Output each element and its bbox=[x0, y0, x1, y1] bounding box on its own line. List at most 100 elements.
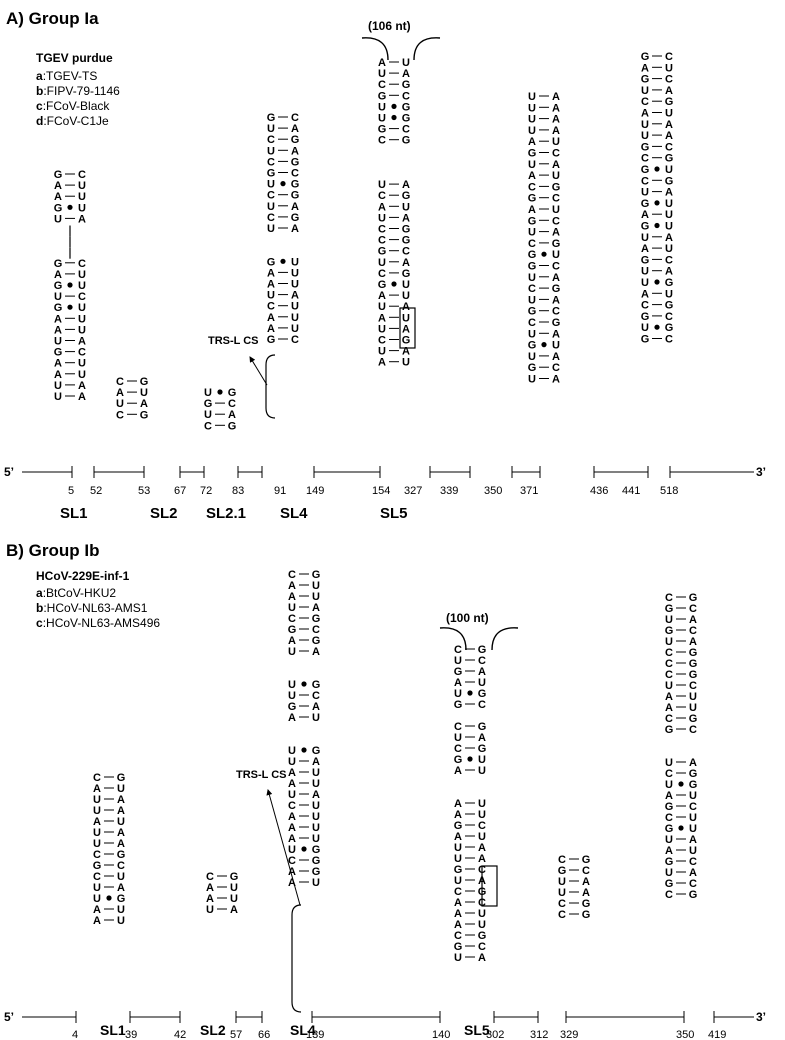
nucleotide: A bbox=[454, 897, 462, 909]
legend-b-key: b bbox=[36, 84, 43, 98]
nucleotide: G bbox=[665, 175, 674, 187]
nucleotide: A bbox=[689, 636, 697, 648]
nucleotide: C bbox=[665, 647, 673, 659]
nucleotide: A bbox=[288, 866, 296, 878]
svg-text:b:HCoV-NL63-AMS1: b:HCoV-NL63-AMS1 bbox=[36, 601, 148, 615]
nucleotide: U bbox=[288, 789, 296, 801]
nucleotide: U bbox=[402, 290, 410, 302]
nucleotide: C bbox=[478, 864, 486, 876]
nucleotide: U bbox=[665, 164, 673, 176]
nucleotide: A bbox=[454, 809, 462, 821]
sl-b-1: SL1 bbox=[100, 1022, 126, 1038]
nucleotide: C bbox=[528, 181, 536, 193]
nucleotide: G bbox=[665, 96, 674, 108]
nucleotide: C bbox=[689, 625, 697, 637]
nucleotide: U bbox=[641, 119, 649, 131]
nucleotide: G bbox=[582, 854, 591, 866]
nucleotide: U bbox=[312, 591, 320, 603]
nucleotide: A bbox=[454, 831, 462, 843]
nucleotide: U bbox=[641, 187, 649, 199]
legend-b-name: :FIPV-79-1146 bbox=[43, 84, 120, 98]
nucleotide: U bbox=[230, 893, 238, 905]
nucleotide: C bbox=[641, 300, 649, 312]
nucleotide: A bbox=[378, 201, 386, 213]
pos-a-5: 83 bbox=[232, 485, 244, 497]
nucleotide: C bbox=[665, 889, 673, 901]
legend-b-b-key: b bbox=[36, 601, 43, 615]
nucleotide: C bbox=[117, 860, 125, 872]
nucleotide: C bbox=[558, 898, 566, 910]
nucleotide: A bbox=[288, 635, 296, 647]
nucleotide: G bbox=[402, 135, 411, 147]
panel-a-loop-size: (106 nt) bbox=[368, 19, 411, 33]
pos-b-11: 419 bbox=[708, 1029, 726, 1040]
nucleotide: A bbox=[552, 125, 560, 137]
nucleotide: U bbox=[689, 691, 697, 703]
nucleotide: G bbox=[267, 168, 276, 180]
panel-b-trs-bracket bbox=[291, 904, 302, 1013]
nucleotide: A bbox=[552, 227, 560, 239]
nucleotide: U bbox=[665, 757, 673, 769]
nucleotide: C bbox=[665, 311, 673, 323]
nucleotide: C bbox=[93, 871, 101, 883]
nucleotide: A bbox=[312, 701, 320, 713]
nucleotide: G bbox=[312, 569, 321, 581]
nucleotide: G bbox=[402, 335, 411, 347]
nucleotide: G bbox=[478, 644, 487, 656]
nucleotide: U bbox=[78, 302, 86, 314]
nucleotide: C bbox=[116, 409, 124, 421]
nucleotide: U bbox=[288, 844, 296, 856]
nucleotide: A bbox=[552, 351, 560, 363]
nucleotide: U bbox=[552, 249, 560, 261]
wobble-pair-dot bbox=[301, 747, 307, 753]
nucleotide: G bbox=[528, 306, 537, 318]
nucleotide: C bbox=[454, 930, 462, 942]
wobble-pair-dot bbox=[391, 103, 397, 109]
pos-a-12: 371 bbox=[520, 485, 538, 497]
nucleotide: A bbox=[478, 875, 486, 887]
nucleotide: A bbox=[641, 243, 649, 255]
nucleotide: U bbox=[312, 800, 320, 812]
nucleotide: G bbox=[454, 754, 463, 766]
pos-a-14: 441 bbox=[622, 485, 640, 497]
wobble-pair-dot bbox=[541, 342, 547, 348]
panel-a-legend: a:TGEV-TS b:FIPV-79-1146 c:FCoV-Black d:… bbox=[36, 69, 120, 128]
nucleotide: C bbox=[665, 334, 673, 346]
nucleotide: G bbox=[528, 193, 537, 205]
nucleotide: G bbox=[140, 409, 149, 421]
nucleotide: G bbox=[312, 635, 321, 647]
panel-a-trs-label: TRS-L CS bbox=[208, 335, 259, 347]
nucleotide: G bbox=[689, 592, 698, 604]
nucleotide: C bbox=[689, 680, 697, 692]
nucleotide: C bbox=[552, 261, 560, 273]
nucleotide: U bbox=[117, 783, 125, 795]
legend-a-key: a bbox=[36, 69, 43, 83]
nucleotide: U bbox=[665, 636, 673, 648]
nucleotide: G bbox=[454, 864, 463, 876]
pos-b-0: 4 bbox=[72, 1029, 78, 1040]
nucleotide: C bbox=[378, 268, 386, 280]
nucleotide: A bbox=[665, 790, 673, 802]
nucleotide: U bbox=[454, 853, 462, 865]
nucleotide: G bbox=[54, 169, 63, 181]
nucleotide: U bbox=[93, 893, 101, 905]
nucleotide: A bbox=[582, 876, 590, 888]
nucleotide: U bbox=[267, 179, 275, 191]
nucleotide: G bbox=[558, 865, 567, 877]
nucleotide: C bbox=[665, 592, 673, 604]
nucleotide: A bbox=[291, 201, 299, 213]
wobble-pair-dot bbox=[280, 258, 286, 264]
nucleotide: A bbox=[54, 269, 62, 281]
nucleotide: G bbox=[54, 258, 63, 270]
nucleotide: U bbox=[312, 580, 320, 592]
nucleotide: U bbox=[552, 136, 560, 148]
wobble-pair-dot bbox=[654, 222, 660, 229]
nucleotide: A bbox=[454, 677, 462, 689]
nucleotide: A bbox=[291, 123, 299, 135]
nucleotide: G bbox=[689, 647, 698, 659]
nucleotide: C bbox=[93, 772, 101, 784]
nucleotide: U bbox=[665, 108, 673, 120]
